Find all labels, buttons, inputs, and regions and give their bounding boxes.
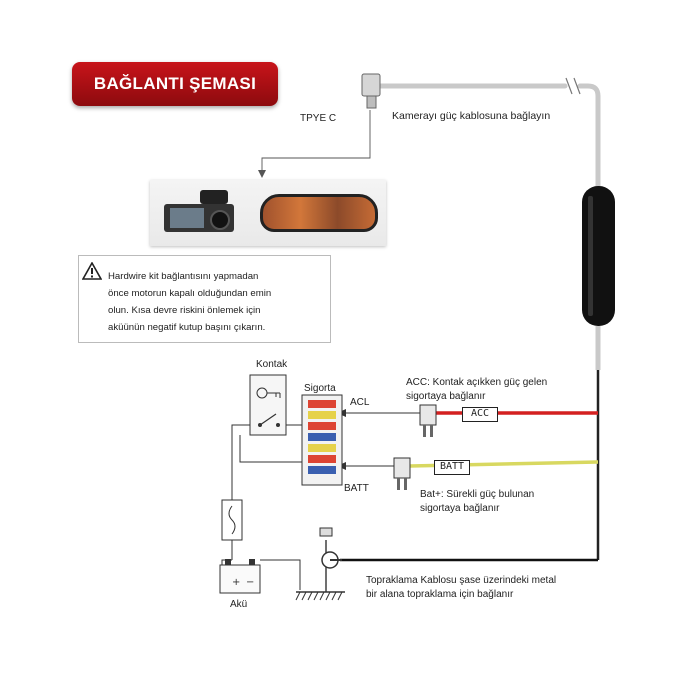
acc-fuse-tap-icon — [419, 404, 437, 437]
battery-icon: + − — [219, 559, 261, 594]
connector-arrow — [261, 110, 371, 172]
aku-label: Akü — [230, 599, 248, 610]
bat-note-line1: Bat+: Sürekli güç bulunan — [420, 489, 535, 500]
cable-break-mark — [565, 77, 581, 95]
warning-text: Hardwire kit bağlantısını yapmadan önce … — [108, 271, 272, 333]
warning-icon — [82, 262, 102, 280]
acc-tag: ACC — [462, 407, 498, 422]
svg-text:−: − — [246, 577, 254, 588]
usb-cable — [375, 83, 601, 173]
fuse-box — [301, 394, 343, 486]
page-title: BAĞLANTI ŞEMASI — [72, 62, 278, 106]
type-c-connector — [361, 73, 381, 109]
acl-label: ACL — [350, 397, 370, 408]
sigorta-label: Sigorta — [304, 383, 336, 394]
batt-fuse-tap-icon — [393, 457, 411, 490]
batt-tag: BATT — [434, 460, 470, 475]
circuit-lines — [221, 424, 302, 590]
power-converter — [582, 170, 615, 370]
svg-text:+: + — [232, 577, 240, 588]
acc-note-line2: sigortaya bağlanır — [406, 391, 486, 402]
dash-camera-image — [160, 190, 236, 236]
acc-note-line1: ACC: Kontak açıkken güç gelen — [406, 377, 548, 388]
warning-box — [78, 255, 331, 343]
mirror-camera-image — [260, 194, 378, 232]
fuse-icon — [221, 499, 243, 541]
type-c-label: TPYE C — [300, 113, 337, 124]
ground-note-line1: Topraklama Kablosu şase üzerindeki metal — [366, 575, 557, 586]
batt-wire — [409, 460, 599, 468]
batt-left-label: BATT — [344, 483, 369, 494]
ignition-key-icon — [249, 374, 287, 436]
bat-note-line2: sigortaya bağlanır — [420, 503, 500, 514]
ground-icon — [295, 527, 345, 601]
ground-note-line2: bir alana topraklama için bağlanır — [366, 589, 514, 600]
camera-connect-label: Kamerayı güç kablosuna bağlayın — [392, 110, 551, 122]
kontak-label: Kontak — [256, 359, 288, 370]
camera-photo-panel — [150, 180, 386, 246]
